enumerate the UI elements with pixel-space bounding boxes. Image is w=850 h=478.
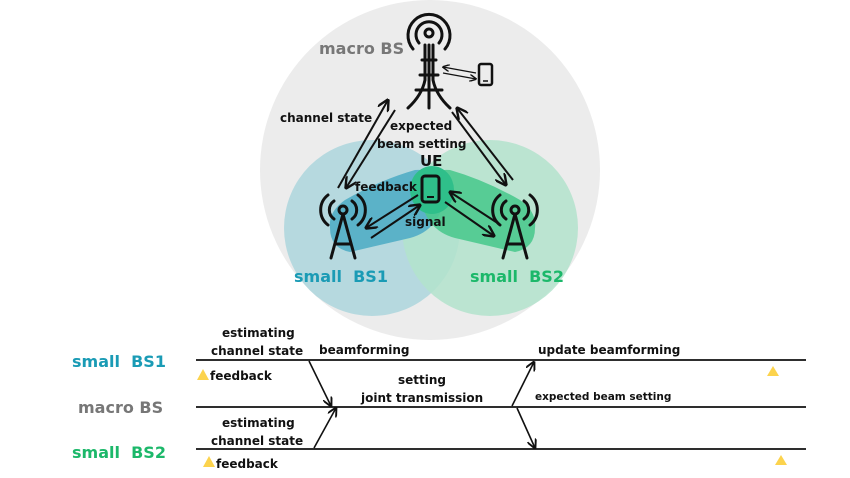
timeline-arrow-macro-to-bs2 <box>516 407 535 448</box>
bs1-feedback-label: feedback <box>210 369 273 383</box>
signal-label: signal <box>405 215 446 229</box>
arrow-macro-to-bs1 <box>346 109 396 188</box>
bs2-label: small BS2 <box>470 267 564 286</box>
setting-line1: setting <box>398 373 446 387</box>
macro-tower-icon <box>406 12 452 110</box>
timeline-arrow-bs1-to-macro <box>308 360 331 406</box>
bs1-estimating-line1: estimating <box>222 326 295 340</box>
arrow-bs1-to-macro <box>337 100 388 189</box>
bs1-estimating-line2: channel state <box>211 344 303 358</box>
arrow-macro-to-bs2 <box>451 111 506 185</box>
bs1-end-marker-icon <box>767 366 779 376</box>
bs2-end-marker-icon <box>775 455 787 465</box>
expected-beam-setting-label: expected beam setting <box>535 391 671 403</box>
beamforming-label: beamforming <box>319 343 409 357</box>
bs2-feedback-label: feedback <box>216 457 279 471</box>
bs2-estimating-line1: estimating <box>222 416 295 430</box>
bs2-estimating-line2: channel state <box>211 434 303 448</box>
macro-phone-arrow-in <box>443 67 477 74</box>
feedback-label: feedback <box>355 180 418 194</box>
macro-phone-arrow-out <box>442 72 476 79</box>
timeline-arrow-macro-to-bs1 <box>511 362 534 407</box>
bs1-feedback-marker-icon <box>197 369 209 380</box>
update-beamforming-label: update beamforming <box>538 343 680 357</box>
arrow-ue-to-bs1-feedback <box>366 194 419 228</box>
arrow-ue-to-bs2 <box>444 201 494 236</box>
timeline-arrow-bs2-to-macro <box>313 408 336 449</box>
timeline-row-bs2-label: small BS2 <box>72 443 166 462</box>
ue-label: UE <box>420 152 442 170</box>
phone-icon <box>477 62 494 87</box>
timeline-row-bs1-label: small BS1 <box>72 352 166 371</box>
arrow-bs1-to-ue-signal <box>370 205 420 239</box>
expected-label-line2: beam setting <box>377 137 467 151</box>
macro-bs-label: macro BS <box>319 39 404 58</box>
setting-line2: joint transmission <box>360 391 483 405</box>
channel-state-label: channel state <box>280 111 372 125</box>
ue-phone-icon <box>420 174 441 204</box>
arrow-bs2-to-ue <box>450 192 497 223</box>
timeline-row-macro-label: macro BS <box>78 398 163 417</box>
bs1-tower-icon <box>319 193 367 260</box>
bs2-feedback-marker-icon <box>203 456 215 467</box>
bs1-label: small BS1 <box>294 267 388 286</box>
bs2-tower-icon <box>491 193 539 260</box>
arrow-bs2-to-macro <box>457 108 514 181</box>
expected-label-line1: expected <box>390 119 452 133</box>
